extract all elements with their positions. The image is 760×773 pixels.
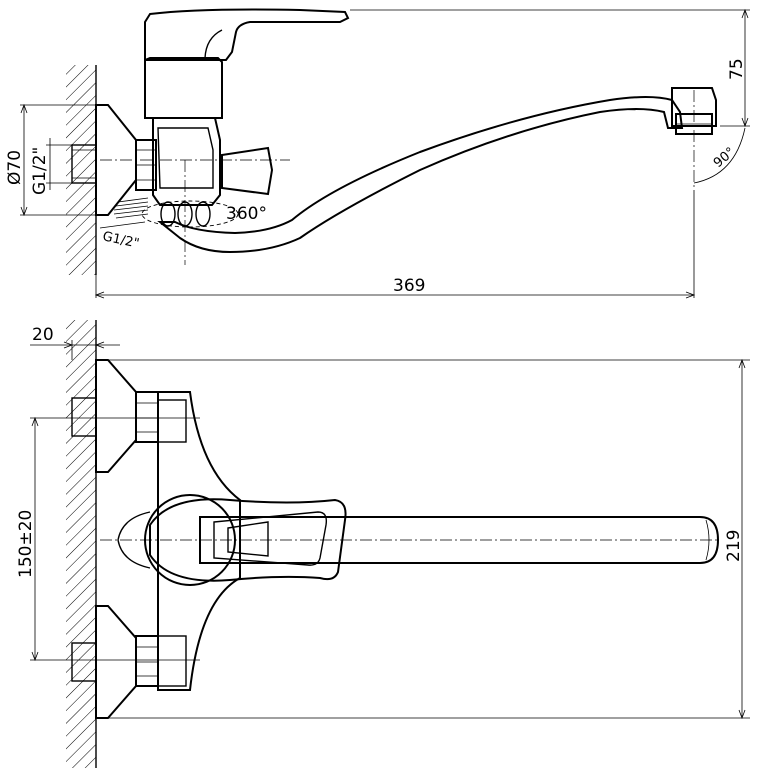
upper-connector xyxy=(157,399,187,443)
thread-bottom: G1/2" xyxy=(101,229,140,251)
spout xyxy=(157,96,684,254)
thread-left: G1/2" xyxy=(30,147,50,195)
lower-connector xyxy=(157,635,187,687)
wall-hatch-top xyxy=(66,65,96,275)
lower-pipe xyxy=(71,642,97,682)
plan-view: 20 150±2 xyxy=(16,320,750,768)
upper-pipe xyxy=(71,397,97,437)
dim-219: 219 xyxy=(724,530,744,562)
rotation-ellipse xyxy=(141,200,239,228)
arc-90 xyxy=(693,127,746,184)
swivel-ring-3 xyxy=(195,201,211,227)
dim-90: 90° xyxy=(711,145,738,171)
dim-20: 20 xyxy=(32,325,54,345)
dim-150: 150±20 xyxy=(16,510,36,578)
wall-hatch-bottom xyxy=(66,320,96,768)
upper-flange xyxy=(95,359,137,473)
bottom-thread xyxy=(113,197,149,219)
handle-window-inner xyxy=(227,521,269,557)
diverter xyxy=(221,146,274,196)
handle-detail xyxy=(204,29,223,59)
handle-lever-plan xyxy=(149,498,347,582)
pipe-stub xyxy=(71,144,97,184)
lower-nut xyxy=(135,635,159,687)
handle-lever xyxy=(144,8,350,61)
side-view: 75 90° 369 Ø70 G1/2" G1/2" 360° xyxy=(5,8,750,299)
upper-nut xyxy=(135,391,159,443)
rotation-360: 360° xyxy=(226,204,267,224)
dim-75: 75 xyxy=(727,58,747,80)
body-inner xyxy=(157,127,214,189)
handle-window xyxy=(213,511,328,566)
mixer-body xyxy=(152,117,221,206)
spout-plan xyxy=(199,516,720,564)
swivel-ring-1 xyxy=(160,201,176,227)
dim-diameter-70: Ø70 xyxy=(5,150,25,185)
mixer-body-plan xyxy=(157,391,241,691)
aerator-housing xyxy=(671,87,717,127)
cartridge xyxy=(144,57,223,119)
dim-369: 369 xyxy=(393,276,425,296)
lower-flange xyxy=(95,605,137,719)
